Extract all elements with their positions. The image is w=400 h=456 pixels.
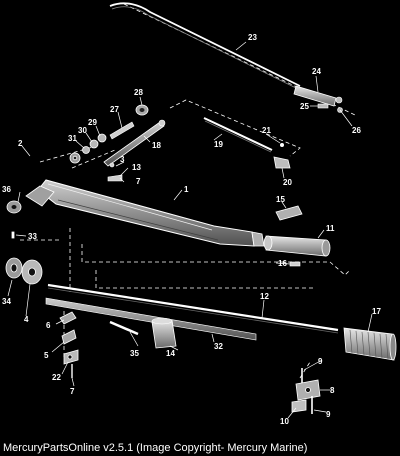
fitting-part-24 bbox=[293, 85, 337, 107]
leader-lines bbox=[7, 41, 373, 419]
callout-18: 22 bbox=[52, 373, 61, 382]
pin-part-35 bbox=[109, 320, 139, 336]
sleeve-part-14 bbox=[151, 317, 177, 349]
bolt-parts-27-28 bbox=[109, 104, 149, 140]
copyright-caption: MercuryPartsOnline v2.5.1 (Image Copyrig… bbox=[3, 442, 308, 454]
callout-6: 6 bbox=[46, 321, 51, 330]
callout-22: 21 bbox=[262, 126, 271, 135]
callout-labels: 23 24 25 26 27 28 29 30 31 2 18 19 21 20… bbox=[2, 33, 381, 426]
callout-5: 5 bbox=[44, 351, 49, 360]
callout-1: 1 bbox=[184, 185, 189, 194]
callout-15: 15 bbox=[276, 195, 285, 204]
callout-25: 25 bbox=[300, 102, 309, 111]
callout-3: 3 bbox=[120, 155, 125, 164]
callout-23: 23 bbox=[248, 33, 257, 42]
hardware-parts-5-7-18 bbox=[59, 311, 79, 378]
plate-part-15 bbox=[275, 205, 303, 221]
callout-19: 18 bbox=[152, 141, 161, 150]
cable-part-23 bbox=[109, 2, 301, 90]
callout-24: 24 bbox=[312, 67, 321, 76]
callout-31: 31 bbox=[68, 134, 77, 143]
clip-parts-21-22 bbox=[273, 143, 291, 169]
callout-9-upper: 9 bbox=[318, 357, 323, 366]
callout-10: 10 bbox=[280, 417, 289, 426]
bracket-part-2 bbox=[6, 185, 55, 214]
callout-8: 8 bbox=[330, 386, 335, 395]
callout-2: 2 bbox=[18, 139, 23, 148]
callout-11: 11 bbox=[326, 224, 335, 233]
callout-7-lower: 7 bbox=[70, 387, 75, 396]
callout-14: 14 bbox=[166, 349, 175, 358]
callout-13: 13 bbox=[132, 163, 141, 172]
callout-27: 27 bbox=[110, 105, 119, 114]
callout-4: 4 bbox=[24, 315, 29, 324]
callout-30: 30 bbox=[78, 126, 87, 135]
rod-part-32 bbox=[45, 297, 257, 341]
bolt-part-19 bbox=[103, 119, 166, 167]
callout-28: 28 bbox=[134, 88, 143, 97]
callout-7-upper: 7 bbox=[136, 177, 141, 186]
callout-17: 17 bbox=[372, 307, 381, 316]
callout-26: 26 bbox=[352, 126, 361, 135]
rod-part-12 bbox=[47, 283, 339, 334]
throttle-grip-part-17 bbox=[343, 327, 397, 361]
tiller-arm-part-1 bbox=[37, 179, 265, 247]
callout-33: 33 bbox=[28, 232, 37, 241]
callout-20: 19 bbox=[214, 140, 223, 149]
callout-32: 32 bbox=[214, 342, 223, 351]
callout-35: 35 bbox=[130, 349, 139, 358]
callout-16: 16 bbox=[278, 259, 287, 268]
screw-parts-3-13 bbox=[107, 162, 123, 182]
disc-parts-4-34 bbox=[5, 231, 43, 285]
callout-21: 20 bbox=[283, 178, 292, 187]
exploded-parts-diagram: 23 24 25 26 27 28 29 30 31 2 18 19 21 20… bbox=[2, 2, 397, 426]
hardware-parts-8-10 bbox=[291, 368, 321, 414]
grip-part-11 bbox=[263, 235, 331, 257]
callout-9-lower: 9 bbox=[326, 410, 331, 419]
rod-part-20 bbox=[203, 117, 273, 153]
callout-29: 29 bbox=[88, 118, 97, 127]
callout-34: 34 bbox=[2, 297, 11, 306]
callout-36: 36 bbox=[2, 185, 11, 194]
screw-part-16 bbox=[289, 261, 301, 267]
callout-12: 12 bbox=[260, 292, 269, 301]
